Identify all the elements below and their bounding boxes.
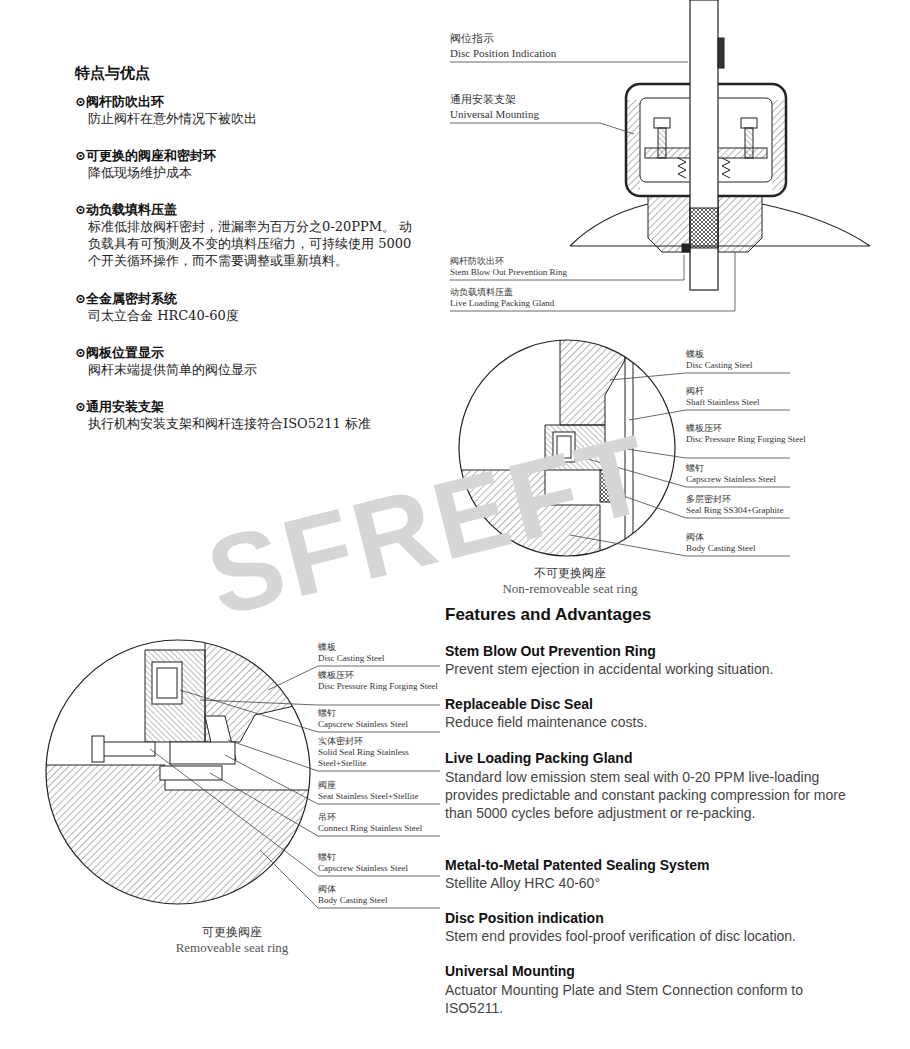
part-label: 蝶板压环 xyxy=(686,423,722,434)
part-label: 动负载填料压盖 xyxy=(450,287,513,298)
feature-text: 阀杆末端提供简单的阀位显示 xyxy=(88,361,433,378)
part-label: Disc Casting Steel xyxy=(318,653,385,664)
feature-text: 司太立合金 HRC40-60度 xyxy=(88,307,433,324)
part-label: 阀体 xyxy=(686,532,704,543)
detail-caption: Removeable seat ring xyxy=(107,940,357,956)
section-title: 特点与优点 xyxy=(75,64,150,82)
part-label: 螺钉 xyxy=(318,708,336,719)
feature-text: 防止阀杆在意外情况下被吹出 xyxy=(88,110,433,127)
part-label: Capscrew Stainless Steel xyxy=(318,863,408,874)
part-label: Disc Pressure Ring Forging Steel xyxy=(686,434,808,445)
actuator-mounting xyxy=(570,0,870,290)
part-label: Universal Mounting xyxy=(450,108,539,121)
part-label: 蝶板 xyxy=(686,349,704,360)
leader-lines xyxy=(150,666,440,908)
feature-text: 降低现场维护成本 xyxy=(88,164,433,181)
part-label: Seal Ring SS304+Graphite xyxy=(686,505,784,516)
leader-lines xyxy=(570,373,790,556)
feature-heading: ⊙可更换的阀座和密封环 xyxy=(75,147,420,164)
part-label: Solid Seal Ring Stainless Steel+Stellite xyxy=(318,747,436,769)
feature-text: Reduce field maintenance costs. xyxy=(445,714,865,731)
feature-heading: Live Loading Packing Gland xyxy=(445,750,865,767)
part-label: 蝶板 xyxy=(318,642,336,653)
feature-heading: Stem Blow Out Prevention Ring xyxy=(445,643,865,660)
part-label: Disc Casting Steel xyxy=(686,360,753,371)
part-label: Disc Pressure Ring Forging Steel xyxy=(318,681,440,692)
feature-text: Actuator Mounting Plate and Stem Connect… xyxy=(445,981,845,1017)
detail-caption: 可更换阀座 xyxy=(132,925,332,940)
section-title: Features and Advantages xyxy=(445,605,865,625)
part-label: Capscrew Stainless Steel xyxy=(686,474,776,485)
feature-heading: Replaceable Disc Seal xyxy=(445,696,865,713)
part-label: 阀体 xyxy=(318,884,336,895)
feature-heading: ⊙全金属密封系统 xyxy=(75,290,420,307)
feature-heading: ⊙通用安装支架 xyxy=(75,398,420,415)
part-label: 阀座 xyxy=(318,780,336,791)
part-label: 螺钉 xyxy=(686,463,704,474)
feature-text: Prevent stem ejection in accidental work… xyxy=(445,661,875,678)
feature-heading: ⊙阀板位置显示 xyxy=(75,344,420,361)
part-label: 螺钉 xyxy=(318,852,336,863)
part-label: Body Casting Steel xyxy=(318,895,388,906)
feature-text: Standard low emission stem seal with 0-2… xyxy=(445,768,850,822)
detail-caption: 不可更换阀座 xyxy=(470,566,670,581)
part-label: 阀位指示 xyxy=(450,32,494,46)
part-label: 多层密封环 xyxy=(686,494,731,505)
part-label: 蝶板压环 xyxy=(318,670,354,681)
feature-heading: ⊙动负载填料压盖 xyxy=(75,201,420,218)
leader-lines xyxy=(450,62,735,311)
feature-text: 标准低排放阀杆密封，泄漏率为百万分之0-20PPM。 动负载具有可预测及不变的填… xyxy=(88,218,418,269)
part-label: Connect Ring Stainless Steel xyxy=(318,823,422,834)
part-label: Shaft Stainless Steel xyxy=(686,397,760,408)
watermark: SFREFT xyxy=(192,411,667,639)
part-label: Live Loading Packing Gland xyxy=(450,298,554,309)
part-label: 通用安装支架 xyxy=(450,93,516,107)
feature-heading: ⊙阀杆防吹出环 xyxy=(75,93,420,110)
part-label: Body Casting Steel xyxy=(686,543,756,554)
part-label: Disc Position Indication xyxy=(450,47,556,60)
part-label: 实体密封环 xyxy=(318,736,363,747)
part-label: Stem Blow Out Prevention Ring xyxy=(450,267,567,278)
feature-heading: Universal Mounting xyxy=(445,963,865,980)
non-removeable-seat-detail xyxy=(455,335,675,560)
feature-text: Stellite Alloy HRC 40-60° xyxy=(445,875,865,892)
part-label: 阀杆 xyxy=(686,386,704,397)
feature-text: 执行机构安装支架和阀杆连接符合ISO5211 标准 xyxy=(88,415,433,432)
part-label: Seat Stainless Steel+Stellite xyxy=(318,791,419,802)
part-label: Capscrew Stainless Steel xyxy=(318,719,408,730)
detail-caption: Non-removeable seat ring xyxy=(445,581,695,597)
feature-heading: Disc Position indication xyxy=(445,910,865,927)
feature-text: Stem end provides fool-proof verificatio… xyxy=(445,928,875,945)
part-label: 阀杆防吹出环 xyxy=(450,256,504,267)
feature-heading: Metal-to-Metal Patented Sealing System xyxy=(445,857,865,874)
part-label: 吊环 xyxy=(318,812,336,823)
